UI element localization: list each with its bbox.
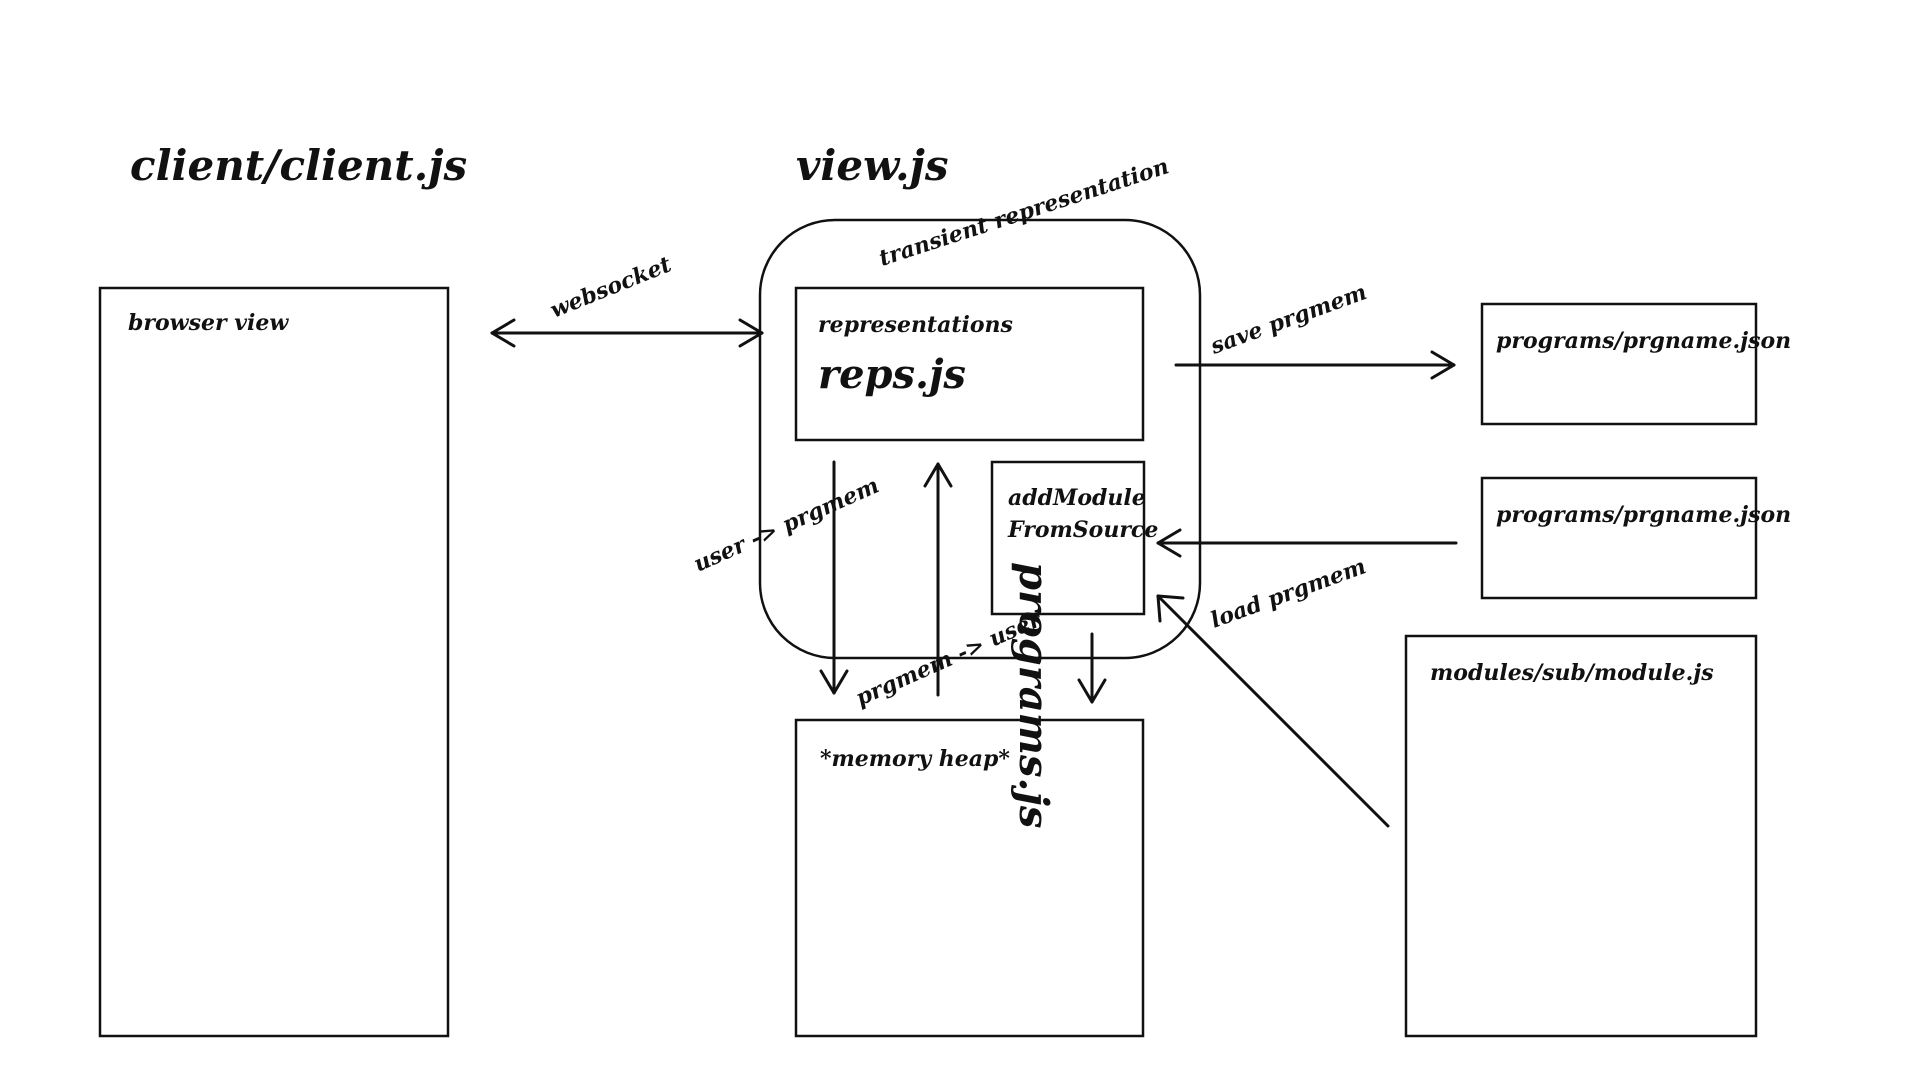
modules-box xyxy=(1404,634,1758,1038)
browser-view-box xyxy=(98,286,450,1038)
load-prgmem-arrow xyxy=(1156,528,1458,558)
representations-label: representations xyxy=(818,312,1013,338)
save-prgmem-label: save prgmem xyxy=(1206,279,1370,360)
add-module-box xyxy=(990,460,1146,616)
websocket-arrow xyxy=(490,318,764,348)
view-container xyxy=(758,218,1202,660)
prgmem-to-user-arrow xyxy=(923,462,953,697)
programs-json-save-box xyxy=(1480,302,1758,426)
browser-view-label: browser view xyxy=(128,310,289,336)
reps-js-label: reps.js xyxy=(818,351,966,398)
add-module-to-heap-arrow xyxy=(1077,632,1107,704)
websocket-label: websocket xyxy=(547,251,676,323)
view-header: view.js xyxy=(796,141,948,190)
add-module-label-line1: addModule xyxy=(1008,485,1146,511)
user-to-prgmem-arrow xyxy=(819,460,849,695)
memory-heap-box xyxy=(794,718,1145,1038)
save-prgmem-arrow xyxy=(1174,350,1456,380)
module-source-arrow xyxy=(1156,594,1390,828)
memory-heap-label: *memory heap* xyxy=(820,746,1010,772)
programs-json-load-box xyxy=(1480,476,1758,600)
add-module-label-line2: FromSource xyxy=(1007,517,1158,543)
user-to-prgmem-label: user -> prgmem xyxy=(690,472,883,577)
modules-label: modules/sub/module.js xyxy=(1430,660,1714,686)
load-prgmem-label: load prgmem xyxy=(1207,553,1369,633)
programs-js-label: programs.js xyxy=(1010,562,1057,828)
programs-json-save-label: programs/prgname.json xyxy=(1496,328,1791,354)
client-header: client/client.js xyxy=(130,141,467,190)
representations-box xyxy=(794,286,1145,442)
programs-json-load-label: programs/prgname.json xyxy=(1496,502,1791,528)
